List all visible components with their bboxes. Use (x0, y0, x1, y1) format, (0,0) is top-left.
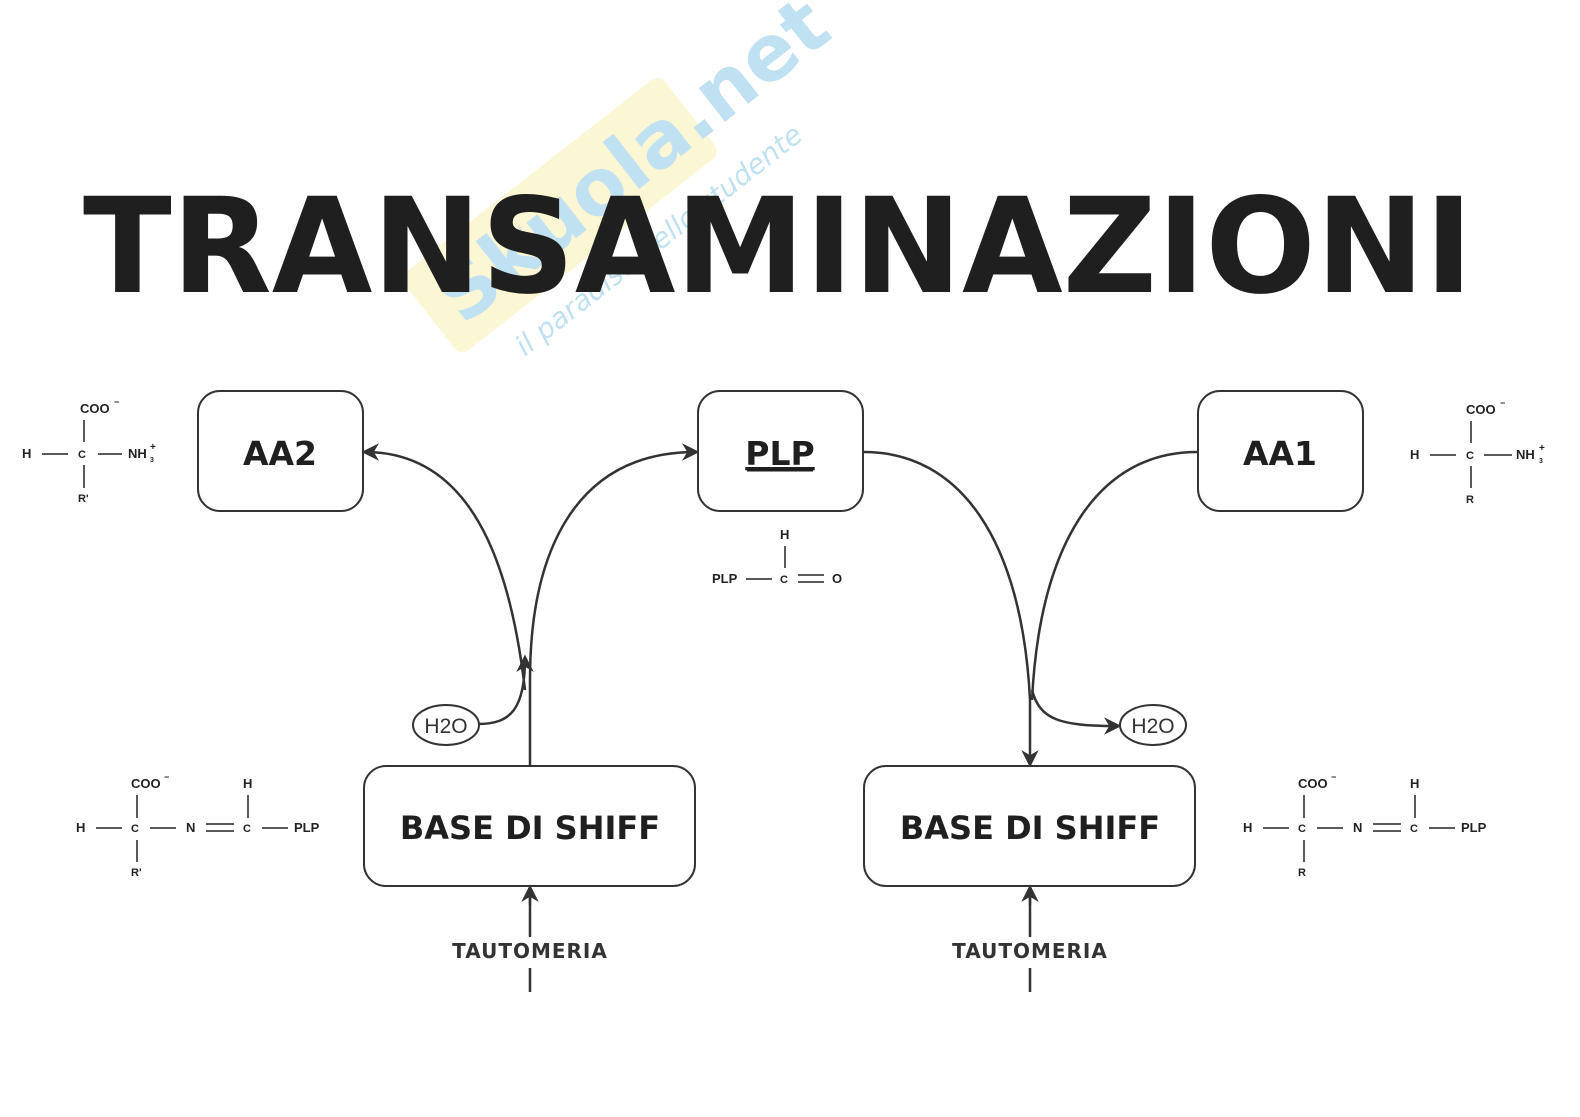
schiff-left-h-top: H (243, 776, 252, 791)
arrow-aa1-to-schiff (1030, 450, 1198, 701)
box-schiff-right: BASE DI SHIFF (863, 765, 1196, 887)
plp-h: H (780, 527, 789, 542)
schiff-right-c1: C (1298, 823, 1306, 835)
arrow-schiff-to-plp (528, 443, 700, 766)
box-plp-label: PLP (745, 434, 814, 473)
arrow-to-aa2 (361, 443, 527, 691)
watermark-badge (403, 78, 717, 353)
schiff-left-r: R' (131, 867, 142, 879)
svg-text:−: − (1500, 398, 1505, 408)
svg-text:−: − (114, 397, 119, 407)
box-aa2-label: AA2 (243, 434, 317, 473)
aa2-c: C (78, 449, 86, 461)
tautomeria-left: TAUTOMERIA (452, 939, 608, 963)
aa1-h: H (1410, 447, 1419, 462)
arrow-h2o-in (477, 654, 534, 726)
water-right-label: H2O (1131, 715, 1174, 738)
structure-schiff-right: COO − H H C N C PLP R (1243, 772, 1487, 879)
schiff-right-coo: COO (1298, 776, 1328, 791)
aa1-nh: NH (1516, 447, 1535, 462)
arrow-h2o-out (1030, 689, 1122, 735)
tautomeria-right: TAUTOMERIA (952, 939, 1108, 963)
box-plp: PLP (697, 390, 864, 512)
page-title: TRANSAMINAZIONI (83, 170, 1473, 324)
svg-text:3: 3 (1539, 458, 1543, 465)
box-aa1-label: AA1 (1243, 434, 1317, 473)
schiff-left-h: H (76, 820, 85, 835)
aa1-coo: COO (1466, 402, 1496, 417)
schiff-right-c2: C (1410, 823, 1418, 835)
schiff-left-plp: PLP (294, 820, 320, 835)
box-schiff-right-label: BASE DI SHIFF (900, 809, 1160, 847)
svg-text:−: − (1331, 772, 1336, 782)
aa2-h: H (22, 446, 31, 461)
schiff-left-c2: C (243, 823, 251, 835)
schiff-right-h-top: H (1410, 776, 1419, 791)
plp-c: C (780, 574, 788, 586)
schiff-right-n: N (1353, 820, 1362, 835)
aa1-c: C (1466, 450, 1474, 462)
water-left: H2O (412, 704, 480, 746)
box-aa1: AA1 (1197, 390, 1364, 512)
schiff-left-coo: COO (131, 776, 161, 791)
arrow-plp-to-schiff (863, 450, 1039, 768)
structure-aa1: COO − H C NH + 3 R (1410, 398, 1545, 506)
schiff-left-n: N (186, 820, 195, 835)
box-aa2: AA2 (197, 390, 364, 512)
schiff-right-r: R (1298, 867, 1306, 879)
schiff-left-c1: C (131, 823, 139, 835)
water-left-label: H2O (424, 715, 467, 738)
plp-o: O (832, 571, 842, 586)
svg-text:+: + (1539, 443, 1545, 454)
structure-aa2: COO − H C NH + 3 R' (22, 397, 156, 505)
aa1-r: R (1466, 494, 1474, 506)
schiff-right-plp: PLP (1461, 820, 1487, 835)
plp-label: PLP (712, 571, 738, 586)
svg-text:+: + (150, 442, 156, 453)
aa2-coo: COO (80, 401, 110, 416)
schiff-right-h: H (1243, 820, 1252, 835)
box-schiff-left: BASE DI SHIFF (363, 765, 696, 887)
aa2-r: R' (78, 493, 89, 505)
reaction-arrows (361, 443, 1198, 992)
structure-schiff-left: COO − H H C N C PLP R' (76, 772, 320, 879)
svg-text:−: − (164, 772, 169, 782)
aa2-nh: NH (128, 446, 147, 461)
box-schiff-left-label: BASE DI SHIFF (400, 809, 660, 847)
svg-text:3: 3 (150, 457, 154, 464)
structure-plp: H PLP C O (712, 527, 842, 586)
water-right: H2O (1119, 704, 1187, 746)
